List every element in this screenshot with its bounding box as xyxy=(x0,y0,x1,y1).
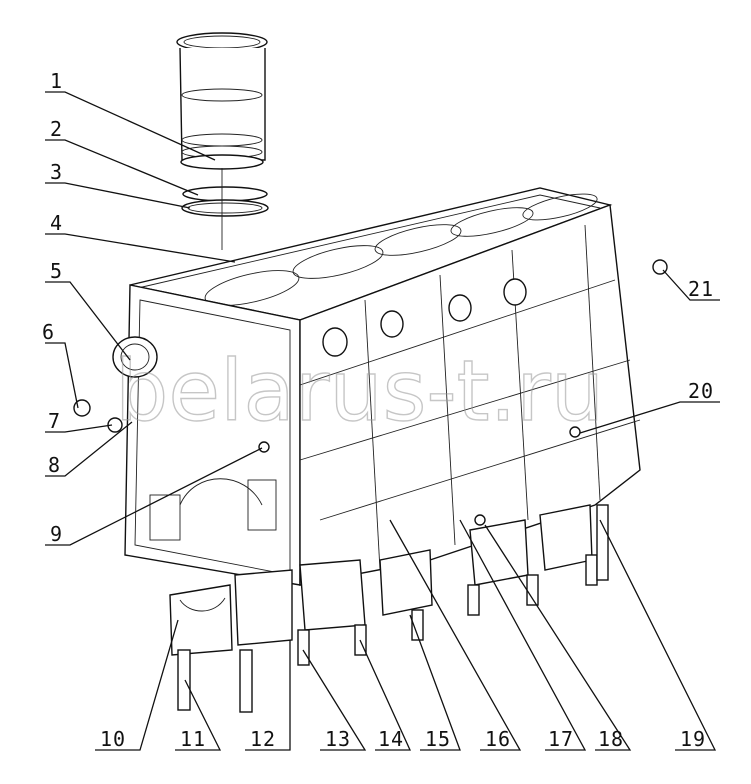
callout-7: 7 xyxy=(48,409,61,433)
callout-15: 15 xyxy=(425,727,451,751)
callout-2: 2 xyxy=(50,117,63,141)
callout-5: 5 xyxy=(50,259,63,283)
cylinder-block xyxy=(112,187,641,586)
callout-9: 9 xyxy=(50,522,63,546)
callout-8: 8 xyxy=(48,453,61,477)
callout-19: 19 xyxy=(680,727,706,751)
callout-21: 21 xyxy=(688,277,714,301)
callout-16: 16 xyxy=(485,727,511,751)
callout-20: 20 xyxy=(688,379,714,403)
leader-lines xyxy=(45,91,720,751)
callout-labels: 1 2 3 4 5 6 7 8 9 10 11 12 13 14 15 16 1… xyxy=(42,69,714,751)
callout-10: 10 xyxy=(100,727,126,751)
callout-18: 18 xyxy=(598,727,624,751)
watermark-text: belarus-t.ru xyxy=(115,342,604,440)
callout-1: 1 xyxy=(50,69,63,93)
callout-17: 17 xyxy=(548,727,574,751)
callout-12: 12 xyxy=(250,727,276,751)
seal-rings xyxy=(181,186,269,217)
callout-3: 3 xyxy=(50,160,63,184)
cap-bolts xyxy=(177,504,609,713)
callout-11: 11 xyxy=(180,727,206,751)
callout-4: 4 xyxy=(50,211,63,235)
callout-14: 14 xyxy=(378,727,404,751)
bearing-caps xyxy=(169,504,593,656)
callout-6: 6 xyxy=(42,320,55,344)
callout-13: 13 xyxy=(325,727,351,751)
